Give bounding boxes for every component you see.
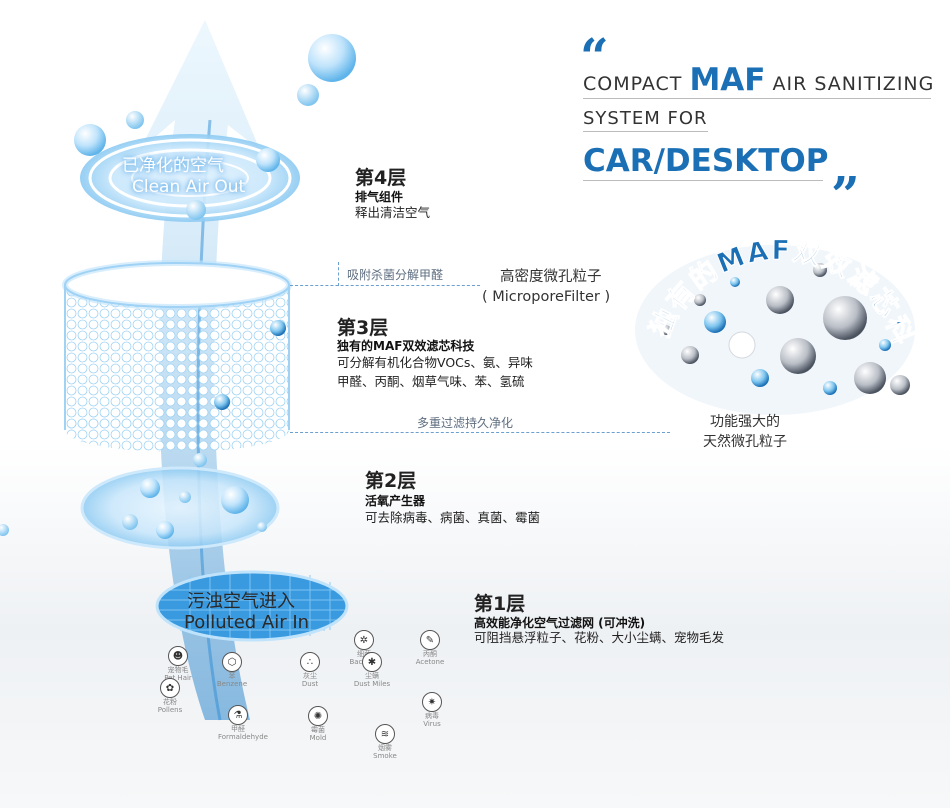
benzene-icon: ⬡ xyxy=(222,652,242,672)
title-line3: CAR/DESKTOP xyxy=(583,143,829,179)
feature-caption: 功能强大的 天然微孔粒子 xyxy=(680,412,810,452)
dust-icon: ∴ xyxy=(300,652,320,672)
formaldehyde-icon: ⚗ xyxy=(228,705,248,725)
layer2-number: 第2层 xyxy=(365,470,417,492)
layer3-desc-2: 甲醛、丙酮、烟草气味、苯、氢硫 xyxy=(337,374,525,389)
layer4-number: 第4层 xyxy=(355,167,407,189)
layer1-subtitle: 高效能净化空气过滤网 (可冲洗) xyxy=(474,616,646,630)
close-quote: ” xyxy=(831,165,860,224)
mite-icon: ✱ xyxy=(362,652,382,672)
layer3-desc-1: 可分解有机化合物VOCs、氨、异味 xyxy=(337,355,533,370)
title-rule-3 xyxy=(583,180,823,181)
title-line1-pre: COMPACT xyxy=(583,73,683,95)
layer1-number: 第1层 xyxy=(474,593,526,615)
pollen-icon: ✿ xyxy=(160,678,180,698)
pet-icon: ☻ xyxy=(168,646,188,666)
layer4-disk-cn: 已净化的空气 xyxy=(122,156,224,176)
layer4-subtitle: 排气组件 xyxy=(355,190,404,204)
pollutant-label-en: Dust Miles xyxy=(353,680,391,688)
layer3-bottom-label: 多重过滤持久净化 xyxy=(413,414,518,431)
layer1-disk-en: Polluted Air In xyxy=(184,612,310,633)
layer3-top-label: 吸附杀菌分解甲醛 xyxy=(343,266,448,283)
pollutant-label-cn: 甲醛 xyxy=(231,725,245,733)
pollutant-label-cn: 苯 xyxy=(228,672,236,680)
layer4-desc: 释出清洁空气 xyxy=(355,205,431,220)
pollutant-label-cn: 丙酮 xyxy=(423,650,437,658)
layer1-disk-cn: 污浊空气进入 xyxy=(187,591,295,612)
layer4-disk-en: Clean Air Out xyxy=(132,177,246,197)
title-line1: COMPACT MAF AIR SANITIZING xyxy=(583,62,934,98)
pollutant-label-cn: 花粉 xyxy=(163,698,177,706)
layer3-top-dash-tick xyxy=(338,262,340,286)
pollutant-label-en: Virus xyxy=(423,720,441,728)
pollutant-label-cn: 病毒 xyxy=(425,712,439,720)
layer2-subtitle: 活氧产生器 xyxy=(365,494,426,508)
virus-icon: ✷ xyxy=(422,692,442,712)
pollutant-label-en: Pollens xyxy=(157,706,183,714)
layer3-subtitle: 独有的MAF双效滤芯科技 xyxy=(337,339,475,353)
pollutant-label-cn: 尘螨 xyxy=(365,672,379,680)
feature-caption-line1: 功能强大的 xyxy=(710,414,780,430)
mold-icon: ✺ xyxy=(308,706,328,726)
pollutant-label-en: Pet Hair xyxy=(164,674,192,682)
spray-icon: ✎ xyxy=(420,630,440,650)
open-quote: “ xyxy=(580,27,609,86)
layer1-desc: 可阻挡悬浮粒子、花粉、大小尘螨、宠物毛发 xyxy=(474,630,725,645)
micropore-en: ( MicroporeFilter ) xyxy=(482,289,611,305)
pollutant-label-en: Dust xyxy=(301,680,319,688)
pollutant-label-en: Benzene xyxy=(216,680,248,688)
title-line2: SYSTEM FOR xyxy=(583,108,708,129)
pollutant-label-cn: 灰尘 xyxy=(303,672,317,680)
pollutant-label-en: Mold xyxy=(309,734,327,742)
pollutant-label-en: Acetone xyxy=(415,658,445,666)
layer3-number: 第3层 xyxy=(337,317,389,339)
pollutant-label-en: Smoke xyxy=(373,752,397,760)
title-rule-2 xyxy=(583,131,708,132)
layer3-top-dash xyxy=(290,285,480,286)
layer2-desc: 可去除病毒、病菌、真菌、霉菌 xyxy=(365,510,541,525)
bacteria-icon: ✲ xyxy=(354,630,374,650)
pollutant-label-en: Formaldehyde xyxy=(218,733,268,741)
smoke-icon: ≋ xyxy=(375,724,395,744)
micropore-title: 高密度微孔粒子 xyxy=(500,269,602,285)
pollutant-label-cn: 宠物毛 xyxy=(167,666,189,674)
feature-caption-line2: 天然微孔粒子 xyxy=(703,434,787,450)
layer3-bottom-dash xyxy=(290,432,670,433)
title-rule-1 xyxy=(583,98,931,99)
title-line1-post: AIR SANITIZING xyxy=(772,73,935,95)
pollutant-label-cn: 烟雾 xyxy=(378,744,392,752)
title-line1-highlight: MAF xyxy=(689,62,766,98)
pollutant-label-cn: 霉菌 xyxy=(311,726,325,734)
